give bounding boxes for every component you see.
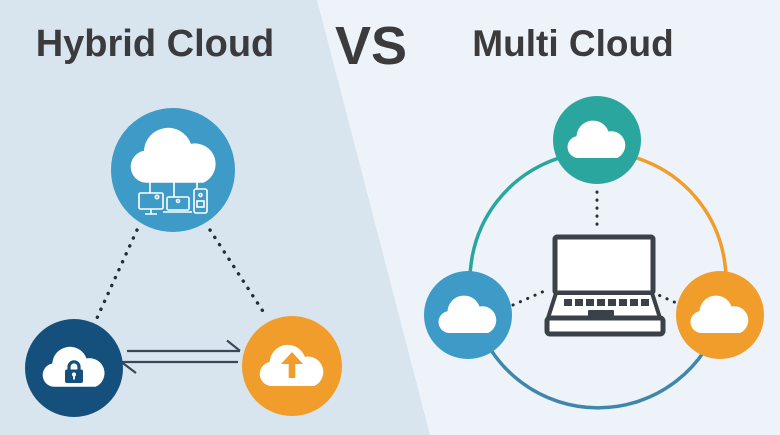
blue-cloud-node	[424, 271, 512, 359]
laptop-keys	[564, 299, 649, 306]
private-cloud-node	[25, 319, 123, 417]
monitor-stand	[145, 209, 157, 215]
key	[608, 299, 616, 306]
lock-keyhole-stem	[73, 375, 75, 380]
background-left	[0, 0, 430, 435]
phone-dot	[198, 192, 203, 198]
lock-shackle	[67, 360, 81, 370]
cloud-with-devices-node	[111, 108, 235, 232]
connected-devices-icon	[138, 180, 208, 215]
teal-cloud-node	[553, 96, 641, 184]
vs-label: VS	[335, 16, 407, 76]
public-cloud-node	[242, 316, 342, 416]
key	[586, 299, 594, 306]
monitor-camera-dot	[154, 194, 160, 200]
dotted-connector-right	[208, 228, 268, 318]
orange-cloud-node	[676, 271, 764, 359]
laptop-trackpad	[588, 310, 614, 317]
ring-arc-blue	[472, 312, 724, 410]
key	[641, 299, 649, 306]
laptop-icon	[544, 234, 666, 337]
lock-icon	[65, 360, 83, 383]
dotted-connector-left	[95, 228, 139, 320]
multi-cloud-diagram	[424, 96, 764, 410]
laptop-base-bar	[544, 315, 666, 337]
hybrid-cloud-diagram	[25, 108, 342, 417]
key	[575, 299, 583, 306]
exchange-arrows-icon	[121, 339, 241, 374]
phone-screen	[196, 200, 205, 208]
upload-arrow-icon	[281, 352, 303, 378]
upload-arrow-stem	[288, 364, 296, 378]
key	[630, 299, 638, 306]
hybrid-cloud-title: Hybrid Cloud	[36, 23, 275, 65]
lock-keyhole	[71, 372, 77, 377]
laptop-small-icon	[166, 196, 190, 211]
phone-icon	[193, 188, 208, 214]
arrow-left-head	[121, 361, 137, 374]
key	[619, 299, 627, 306]
key	[597, 299, 605, 306]
arrow-right-head	[226, 339, 241, 352]
multi-cloud-title: Multi Cloud	[472, 23, 673, 64]
key	[564, 299, 572, 306]
upload-arrow-head	[281, 352, 303, 364]
dotted-connector-left	[511, 287, 551, 307]
laptop-screen	[552, 234, 656, 296]
laptop-camera-dot	[175, 198, 181, 204]
